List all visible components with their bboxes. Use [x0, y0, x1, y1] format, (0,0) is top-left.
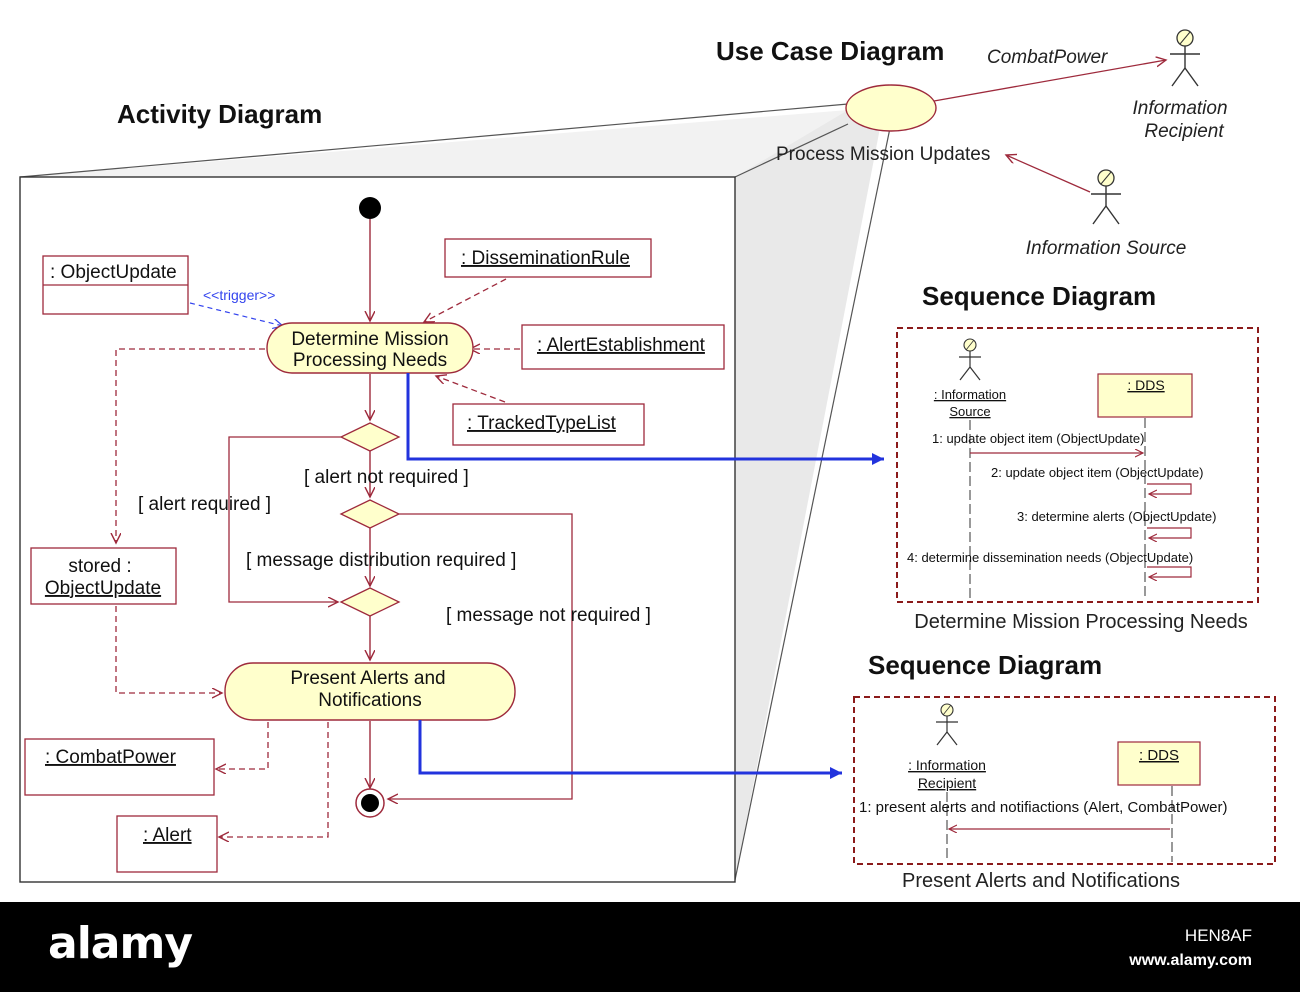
dissemination-rule-label: : DisseminationRule — [461, 248, 630, 269]
seq1-caption: Determine Mission Processing Needs — [914, 611, 1247, 633]
guard-msg-not-required: [ message not required ] — [446, 605, 651, 626]
seq1-actor-line1: : Information — [934, 387, 1006, 402]
actor-information-recipient[interactable] — [1170, 29, 1200, 87]
alert-box[interactable] — [116, 815, 218, 873]
sequence-diagram-1: : Information Source : DDS 1: update obj… — [896, 327, 1259, 633]
action1-line1: Determine Mission — [291, 329, 448, 350]
image-id: HEN8AF — [1184, 926, 1252, 945]
final-node[interactable] — [355, 788, 385, 818]
alamy-logo: alamy — [48, 918, 193, 969]
action-present-alerts[interactable] — [224, 662, 516, 721]
alert-establishment-label: : AlertEstablishment — [537, 335, 706, 356]
combat-power-label: : CombatPower — [45, 747, 177, 768]
action-determine-mission[interactable] — [266, 322, 474, 374]
action2-line2: Notifications — [318, 690, 422, 711]
seq1-msg3: 3: determine alerts (ObjectUpdate) — [1017, 509, 1216, 524]
seq2-actor-icon[interactable] — [936, 703, 958, 746]
initial-node[interactable] — [359, 197, 381, 219]
seq2-caption: Present Alerts and Notifications — [902, 870, 1180, 892]
tracked-type-list-box[interactable] — [452, 403, 645, 446]
seq1-msg1: 1: update object item (ObjectUpdate) — [932, 431, 1144, 446]
seq2-actor-line2: Recipient — [918, 775, 976, 791]
seq1-dds-label: : DDS — [1127, 377, 1164, 393]
alert-label: : Alert — [143, 825, 192, 846]
association-label: CombatPower — [987, 47, 1108, 68]
seq2-dds-label: : DDS — [1139, 747, 1179, 764]
site-url: www.alamy.com — [1129, 952, 1252, 969]
seq2-frame — [853, 696, 1276, 865]
stored-line1: stored : — [68, 556, 131, 577]
perspective-projection — [19, 103, 891, 881]
use-case-ellipse[interactable] — [845, 84, 937, 132]
seq1-dds-box[interactable] — [1097, 373, 1193, 418]
seq2-msg1: 1: present alerts and notifiactions (Ale… — [859, 799, 1228, 816]
actor-information-source[interactable] — [1091, 169, 1121, 225]
guard-msg-required: [ message distribution required ] — [246, 550, 516, 571]
sequence-title-bottom: Sequence Diagram — [868, 650, 1102, 680]
use-case-label: Process Mission Updates — [776, 144, 990, 165]
use-case-diagram: Process Mission Updates CombatPower Info… — [776, 29, 1228, 259]
action1-line2: Processing Needs — [293, 350, 447, 371]
association-to-recipient — [933, 60, 1166, 102]
actor-recipient-label-2: Recipient — [1144, 121, 1224, 142]
stored-object-update-box[interactable] — [30, 547, 177, 605]
tracked-type-list-label: : TrackedTypeList — [467, 413, 617, 434]
seq1-msg2: 2: update object item (ObjectUpdate) — [991, 465, 1203, 480]
seq1-actor-line2: Source — [949, 404, 990, 419]
action2-line1: Present Alerts and — [290, 668, 445, 689]
stored-line2: ObjectUpdate — [45, 578, 161, 599]
trigger-stereotype: <<trigger>> — [203, 287, 275, 303]
link-to-seq1 — [406, 373, 884, 465]
combat-power-box[interactable] — [24, 738, 215, 796]
activity-title: Activity Diagram — [117, 99, 322, 129]
seq1-msg4: 4: determine dissemination needs (Object… — [907, 550, 1193, 565]
actor-source-label: Information Source — [1026, 238, 1187, 259]
seq1-frame — [896, 327, 1259, 603]
actor-recipient-label-1: Information — [1132, 98, 1227, 119]
guard-alert-required: [ alert required ] — [138, 494, 271, 515]
seq2-actor-line1: : Information — [908, 757, 986, 773]
sequence-title-top: Sequence Diagram — [922, 281, 1156, 311]
sequence-diagram-2: : Information Recipient : DDS 1: present… — [853, 696, 1276, 892]
guard-alert-not-required: [ alert not required ] — [304, 467, 469, 488]
activity-diagram: : ObjectUpdate <<trigger>> : Disseminati… — [24, 197, 884, 873]
use-case-title: Use Case Diagram — [716, 36, 944, 66]
object-update-label: : ObjectUpdate — [50, 262, 177, 283]
dissemination-rule-box[interactable] — [444, 238, 652, 278]
link-to-seq2 — [418, 720, 842, 779]
alert-establishment-box[interactable] — [521, 324, 725, 370]
association-from-source — [1006, 155, 1091, 193]
seq2-dds-box[interactable] — [1117, 741, 1201, 786]
watermark-footer: alamy HEN8AF www.alamy.com — [0, 902, 1300, 992]
seq1-actor-icon[interactable] — [959, 338, 981, 381]
